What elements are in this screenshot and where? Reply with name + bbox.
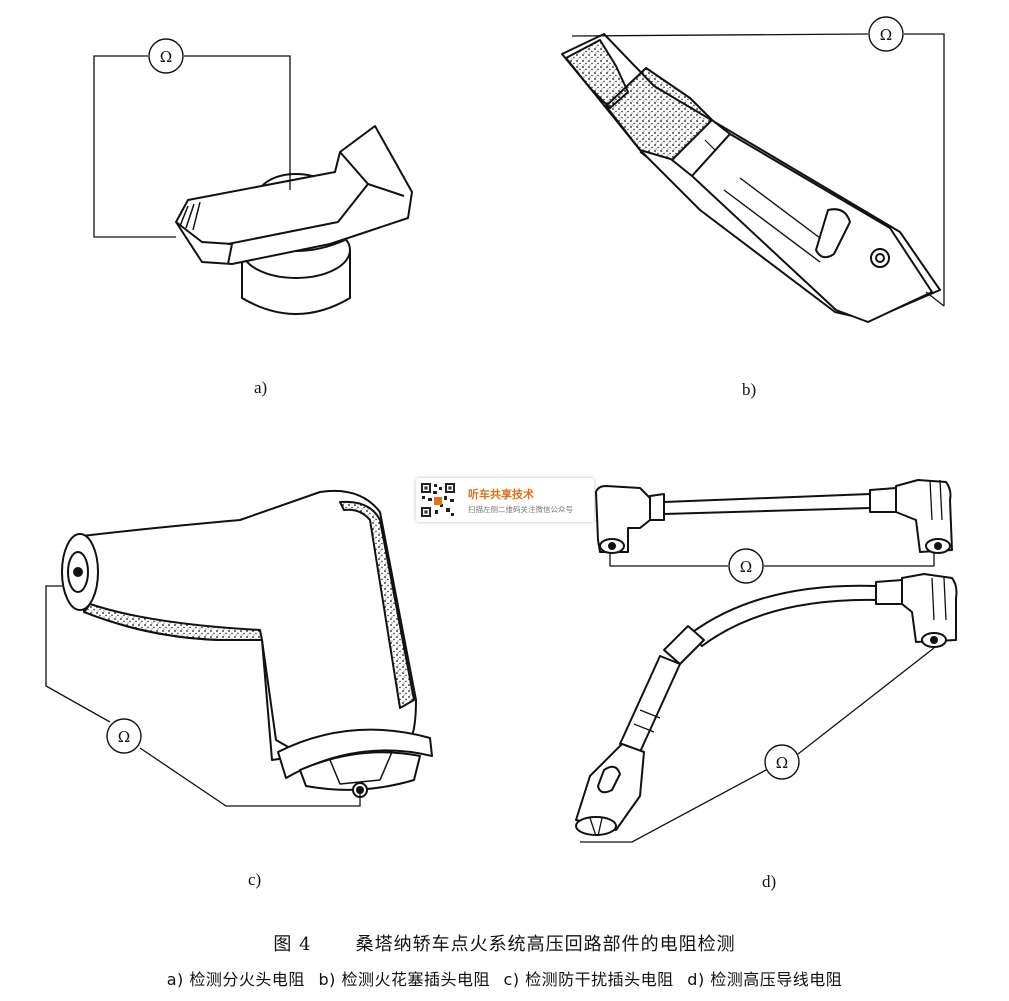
high-voltage-lead-lower <box>575 573 958 837</box>
svg-text:Ω: Ω <box>160 48 172 66</box>
figure-title: 桑塔纳轿车点火系统高压回路部件的电阻检测 <box>355 934 736 955</box>
subcaption-a: a) 检测分火头电阻 <box>166 970 305 989</box>
svg-text:Ω: Ω <box>776 754 788 772</box>
watermark-title: 听车共享技术 <box>468 488 534 501</box>
subcaption-c: c) 检测防干扰插头电阻 <box>503 970 674 989</box>
panel-label-a: a) <box>254 378 268 397</box>
ohmmeter-icon-d-upper: Ω <box>728 548 764 584</box>
figure-caption: 图 4 桑塔纳轿车点火系统高压回路部件的电阻检测 <box>0 930 1009 956</box>
figure-number: 图 4 <box>273 934 312 955</box>
ohm-probe-wires-d-lower <box>580 647 935 843</box>
svg-text:Ω: Ω <box>740 558 752 576</box>
spark-plug-connector-drawing <box>561 33 941 323</box>
ohmmeter-icon-a: Ω <box>148 38 184 74</box>
svg-text:Ω: Ω <box>118 728 130 746</box>
panel-label-c: c) <box>248 870 262 889</box>
panel-label-b: b) <box>742 380 757 399</box>
subcaption-b: b) 检测火花塞插头电阻 <box>318 970 490 989</box>
ohmmeter-icon-c: Ω <box>106 718 142 754</box>
high-voltage-lead-upper <box>595 479 953 554</box>
ohmmeter-icon-d-lower: Ω <box>764 744 800 780</box>
watermark-badge: 听车共享技术 扫描左侧二维码关注微信公众号 <box>416 478 594 522</box>
rotor-drawing <box>175 125 413 315</box>
ohmmeter-icon-b: Ω <box>868 16 904 52</box>
subcaption-d: d) 检测高压导线电阻 <box>687 970 843 989</box>
suppression-connector-drawing <box>61 489 433 798</box>
panel-label-d: d) <box>762 872 777 891</box>
ohm-probe-wires-b <box>571 33 945 307</box>
svg-text:Ω: Ω <box>880 26 892 44</box>
figure-subcaptions: a) 检测分火头电阻 b) 检测火花塞插头电阻 c) 检测防干扰插头电阻 d) … <box>0 966 1009 990</box>
ohm-probe-wires-c <box>45 585 361 807</box>
resistance-test-diagram: Ω Ω <box>45 16 958 843</box>
ohm-probe-wires-d-upper <box>609 552 935 567</box>
ohm-probe-wires-a <box>93 55 291 238</box>
qr-code-icon <box>420 482 456 518</box>
watermark-subtitle: 扫描左侧二维码关注微信公众号 <box>468 505 573 514</box>
